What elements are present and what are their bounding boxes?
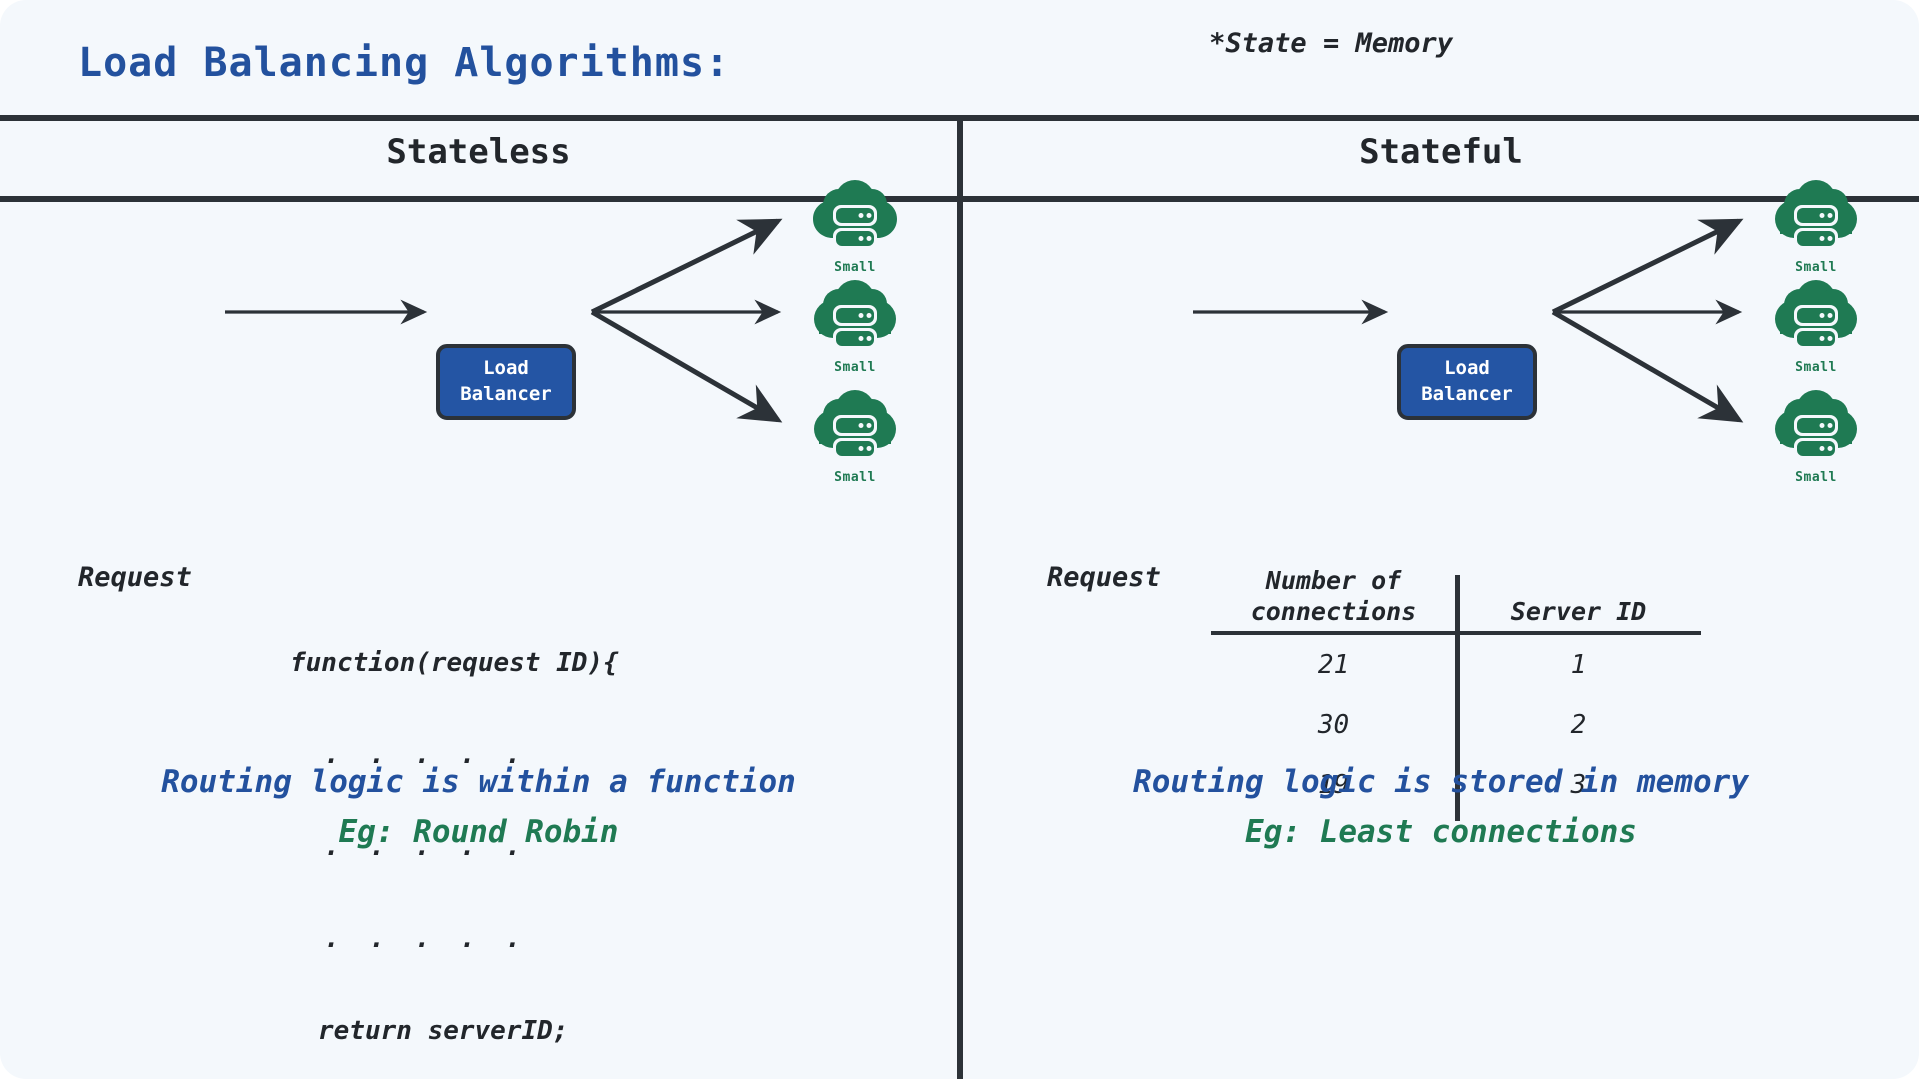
table-header-connections: Number of connections [1211, 566, 1456, 629]
server-node-1-stateful[interactable]: Small [1756, 174, 1876, 275]
arrow-lb-to-server-3 [590, 309, 783, 423]
cell-connections: 19 [1317, 770, 1350, 800]
server-node-1-stateless[interactable]: Small [795, 174, 915, 275]
column-header-stateful: Stateful [1359, 132, 1523, 172]
arrow-lb-to-server-1 [590, 218, 783, 315]
page-title: Load Balancing Algorithms: [78, 40, 731, 86]
load-balancer-stateful[interactable]: Load Balancer [1397, 344, 1537, 420]
table-header-server-id-line1: Server ID [1510, 596, 1647, 626]
code-line-4: . . . . . [324, 924, 528, 955]
state-definition-note: *State = Memory [1209, 28, 1453, 59]
request-label-stateful: Request [1047, 562, 1161, 593]
code-line-2: . . . . . [324, 740, 528, 771]
server-node-3-stateless[interactable]: Small [795, 384, 915, 485]
server-node-3-stateful[interactable]: Small [1756, 384, 1876, 485]
routing-function-code: function(request ID){ . . . . . . . . . … [290, 587, 619, 1079]
caption-stateless-main: Routing logic is within a function [161, 764, 796, 800]
caption-stateful-example: Eg: Least connections [1245, 814, 1637, 850]
table-header-server-id: Server ID [1456, 597, 1701, 630]
column-header-stateless: Stateless [386, 132, 571, 172]
cell-server-id: 1 [1570, 650, 1587, 680]
server-caption: Small [1795, 260, 1837, 275]
server-node-2-stateful[interactable]: Small [1756, 274, 1876, 375]
cloud-server-icon [814, 280, 896, 349]
caption-stateless-example: Eg: Round Robin [338, 814, 619, 850]
code-line-5: return serverID; [318, 1016, 569, 1047]
code-line-1: function(request ID){ [290, 648, 619, 679]
cloud-server-icon [814, 390, 896, 459]
cell-connections: 21 [1317, 650, 1350, 680]
server-node-2-stateless[interactable]: Small [795, 274, 915, 375]
server-caption: Small [834, 260, 876, 275]
code-line-3: . . . . . [324, 832, 528, 863]
lb-label-line2: Balancer [460, 383, 552, 405]
server-caption: Small [834, 360, 876, 375]
table-header-row: Number of connections Server ID [1211, 557, 1701, 629]
cloud-server-icon [813, 180, 897, 249]
column-divider [957, 115, 963, 1079]
cloud-server-icon [1775, 280, 1857, 349]
lb-label-line2: Balancer [1421, 383, 1513, 405]
lb-label-line1: Load [483, 357, 529, 380]
panel-stateless: Request Load Balancer Small [0, 180, 957, 1079]
table-row: 21 1 [1211, 635, 1701, 695]
cloud-server-icon [1775, 180, 1857, 249]
cell-server-id: 2 [1570, 710, 1587, 740]
cell-connections: 30 [1317, 710, 1350, 740]
table-column-divider [1455, 575, 1460, 821]
server-caption: Small [1795, 470, 1837, 485]
arrow-lb-to-server-1 [1551, 218, 1744, 315]
panel-stateful: Request Load Balancer Small [963, 180, 1919, 1079]
connections-table: Number of connections Server ID 21 1 30 … [1211, 557, 1701, 821]
table-header-connections-line2: connections [1250, 596, 1417, 626]
caption-stateful-main: Routing logic is stored in memory [1133, 764, 1749, 800]
arrow-lb-to-server-3 [1551, 309, 1744, 423]
server-caption: Small [834, 470, 876, 485]
lb-label-line1: Load [1444, 357, 1490, 380]
request-label-stateless: Request [78, 562, 192, 593]
table-row: 30 2 [1211, 695, 1701, 755]
cell-server-id: 3 [1570, 770, 1587, 800]
cloud-server-icon [1775, 390, 1857, 459]
table-header-connections-line1: Number of [1265, 566, 1402, 595]
server-caption: Small [1795, 360, 1837, 375]
load-balancer-stateless[interactable]: Load Balancer [436, 344, 576, 420]
table-row: 19 3 [1211, 755, 1701, 815]
